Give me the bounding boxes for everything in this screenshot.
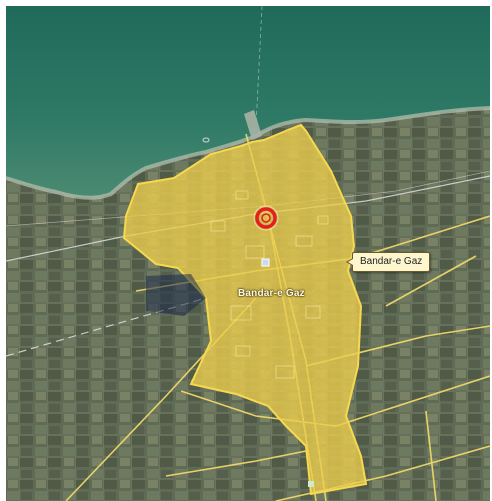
building-outlines [210, 190, 329, 379]
satellite-map[interactable]: Bandar-e Gaz Bandar-e Gaz [6, 6, 490, 501]
city-name-label: Bandar-e Gaz [238, 288, 305, 299]
caspian-sea [6, 6, 490, 198]
landmark-square [261, 258, 270, 267]
location-ring-icon[interactable] [253, 205, 279, 231]
dark-field [146, 274, 206, 316]
buoy [202, 137, 210, 143]
sea-route [255, 6, 263, 127]
place-callout[interactable]: Bandar-e Gaz [345, 252, 431, 272]
harbor-pier [244, 110, 262, 140]
shoreline [6, 106, 490, 200]
small-landmark [308, 481, 314, 487]
